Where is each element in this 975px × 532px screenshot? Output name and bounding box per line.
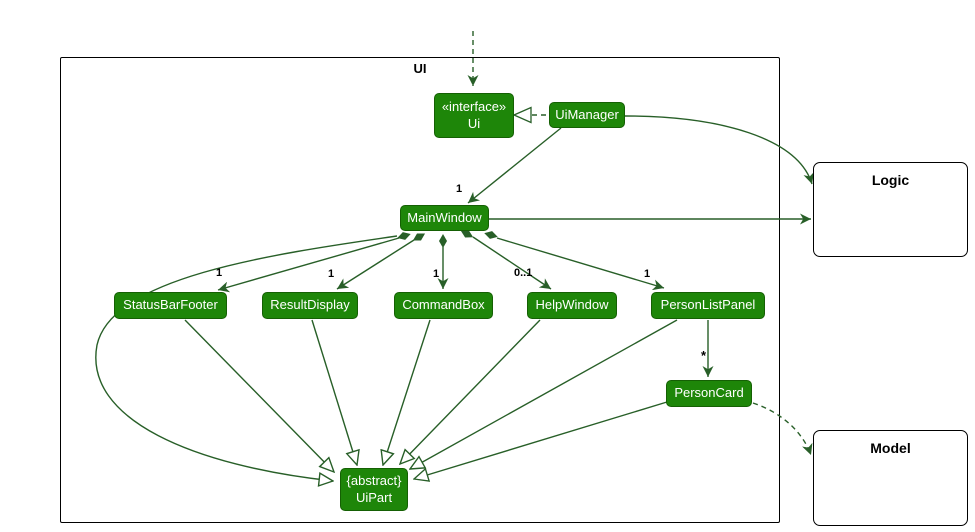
class-name: HelpWindow xyxy=(535,297,609,313)
multiplicity-personlistpanel: 1 xyxy=(644,268,651,280)
composition-diamond-icon xyxy=(397,232,411,240)
composition-diamond-icon xyxy=(439,234,447,248)
class-box-helpwindow: HelpWindow xyxy=(527,292,617,319)
class-name: CommandBox xyxy=(402,297,485,313)
class-name: PersonListPanel xyxy=(660,297,756,313)
class-box-personlistpanel: PersonListPanel xyxy=(651,292,765,319)
edge-uimanager-mainwindow xyxy=(467,127,562,204)
component-name: Model xyxy=(870,440,911,456)
component-box-model: Model xyxy=(813,430,968,526)
composition-diamond-icon xyxy=(460,230,474,238)
class-stereotype: {abstract} xyxy=(346,472,402,488)
class-name: ResultDisplay xyxy=(270,297,350,313)
composition-diamond-icon xyxy=(484,231,498,239)
edge-personcard-model xyxy=(752,402,813,456)
edge-uimanager-logic xyxy=(624,115,815,185)
multiplicity-helpwindow: 0..1 xyxy=(514,267,533,279)
edge-inherit-mainwindow xyxy=(95,235,398,481)
class-box-commandbox: CommandBox xyxy=(394,292,493,319)
class-stereotype: «interface» xyxy=(441,98,507,114)
edge-inherit-statusbarfooter xyxy=(184,319,334,472)
edge-inherit-personlistpanel xyxy=(410,319,678,469)
class-box-uipart: {abstract} UiPart xyxy=(340,468,408,511)
class-box-statusbarfooter: StatusBarFooter xyxy=(114,292,227,319)
edge-comp-personlistpanel xyxy=(496,237,665,291)
edge-inherit-resultdisplay xyxy=(311,319,357,465)
ui-package-label: UI xyxy=(413,61,427,76)
multiplicity-resultdisplay: 1 xyxy=(328,268,335,280)
class-box-mainwindow: MainWindow xyxy=(400,205,489,231)
edge-comp-resultdisplay xyxy=(336,239,415,290)
component-name: Logic xyxy=(871,172,910,188)
class-box-ui-interface: «interface» Ui xyxy=(434,93,514,138)
class-name: PersonCard xyxy=(674,385,744,401)
edge-inherit-helpwindow xyxy=(400,319,541,464)
class-name: StatusBarFooter xyxy=(123,297,218,313)
edge-comp-helpwindow xyxy=(472,236,552,290)
realization-triangle-icon xyxy=(512,106,532,124)
class-name: Ui xyxy=(467,115,481,131)
class-box-resultdisplay: ResultDisplay xyxy=(262,292,358,319)
multiplicity-commandbox: 1 xyxy=(433,268,440,280)
class-box-uimanager: UiManager xyxy=(549,102,625,128)
component-box-logic: Logic xyxy=(813,162,968,257)
edge-inherit-commandbox xyxy=(383,319,431,465)
class-name: MainWindow xyxy=(407,209,482,225)
edge-inherit-personcard xyxy=(414,401,668,479)
composition-diamond-icon xyxy=(412,233,426,241)
class-box-personcard: PersonCard xyxy=(666,380,752,407)
class-name: UiPart xyxy=(355,489,393,505)
multiplicity-uimanager-mainwindow: 1 xyxy=(456,183,463,195)
multiplicity-personcard: * xyxy=(701,348,707,363)
edge-comp-statusbarfooter xyxy=(217,237,400,293)
multiplicity-statusbarfooter: 1 xyxy=(216,267,223,279)
ui-package-frame: UI xyxy=(60,57,780,523)
class-name: UiManager xyxy=(555,106,619,122)
